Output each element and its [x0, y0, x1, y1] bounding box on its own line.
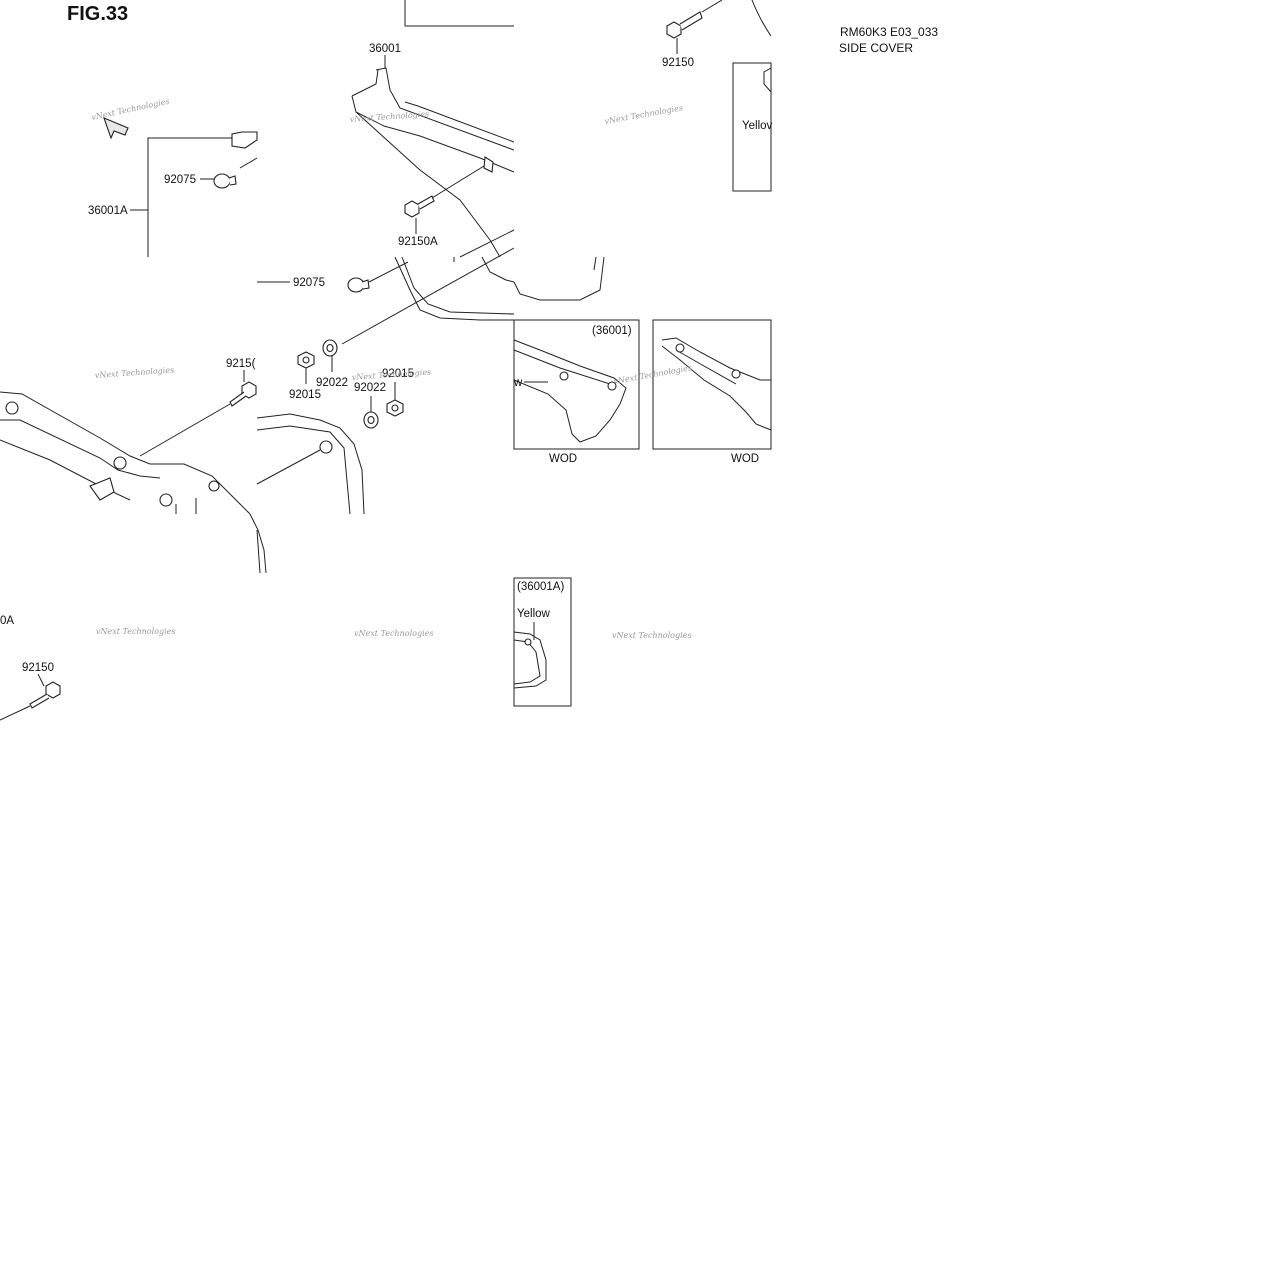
callout-92075-b: 92075 — [293, 277, 325, 289]
inset-36001A-color: Yellow — [517, 608, 551, 620]
callout-36001A: 36001A — [88, 205, 128, 217]
callout-92015-b: 92015 — [382, 368, 414, 380]
callout-0A-partial: 0A — [0, 615, 14, 627]
watermark: vNext Technologies — [96, 627, 175, 636]
inset-yellow-box — [732, 62, 772, 192]
washer-92022-b — [363, 411, 379, 429]
watermark: vNext Technologies — [350, 109, 430, 124]
bolt-92150-top — [666, 11, 703, 39]
diagram-code: RM60K3 E03_033 — [840, 25, 939, 39]
inset-36001A-title: (36001A) — [517, 581, 564, 593]
washer-92022-a — [322, 339, 338, 357]
inset-36001-cover-drawing — [513, 339, 627, 443]
tile-center: 92075 92015 92022 — [256, 247, 515, 515]
callout-9215-partial: 9215( — [226, 358, 256, 370]
watermark: vNext Technologies — [612, 631, 691, 640]
side-cover-frame — [0, 391, 251, 515]
nut-92015-a — [297, 351, 315, 369]
inset-36001A-cover-drawing — [513, 631, 547, 689]
inset-box-36001A — [513, 577, 572, 707]
grommet-92075-a — [213, 173, 237, 189]
callout-92150A: 92150A — [398, 236, 438, 248]
inset-36001-title: (36001) — [592, 325, 632, 337]
figure-title: FIG.33 — [67, 3, 129, 25]
watermark: vNext Technologies — [91, 97, 171, 122]
tile-bottom-center: (36001A) Yellow vNext Technologies vNext… — [354, 577, 691, 707]
tile-top-left: 92075 36001A vNext Technologies — [88, 97, 258, 257]
callout-92015-a: 92015 — [289, 389, 321, 401]
front-arrow-icon — [103, 117, 129, 140]
clip-part — [231, 131, 258, 149]
inset-yellow-label: Yellov — [742, 120, 773, 132]
leader-36001A — [147, 137, 232, 257]
tile-middle-right: (36001) w WOD WOD vNext Technologies — [513, 256, 772, 465]
inset-36001-caption: WOD — [549, 453, 577, 465]
callout-92150-bottom: 92150 — [22, 662, 54, 674]
inset-right-caption: WOD — [731, 453, 759, 465]
callout-92150-top: 92150 — [662, 57, 694, 69]
tile-top-right: 92150 Yellov vNext Technologies — [604, 0, 773, 192]
frame-edge — [404, 0, 514, 27]
side-cover-36001 — [351, 67, 515, 258]
nut-92015-b — [386, 399, 404, 417]
inset-box-right — [652, 319, 772, 450]
tile-bottom-left: 0A 92150 vNext Technologies — [0, 615, 175, 721]
tile-middle-left: 9215( vNext Technologies — [0, 281, 290, 515]
grommet-92075-b — [347, 277, 370, 293]
watermark: vNext Technologies — [354, 629, 433, 638]
watermark: vNext Technologies — [95, 365, 175, 380]
callout-36001-top: 36001 — [369, 43, 401, 55]
callout-92075-a: 92075 — [164, 174, 196, 186]
inset-box-36001 — [513, 319, 640, 450]
tile-row-partial — [175, 504, 267, 574]
bolt-92150-bottom — [29, 681, 61, 709]
side-cover-lower — [256, 413, 365, 515]
tile-top-center: 36001 92150A vNext Technologies — [350, 0, 515, 258]
inset-36001-color: w — [513, 377, 523, 389]
watermark: vNext Technologies — [604, 103, 684, 126]
inset-right-cover-drawing — [661, 337, 772, 431]
bolt-92150A — [404, 195, 435, 218]
callout-92022-b: 92022 — [354, 382, 386, 394]
diagram-subtitle: SIDE COVER — [839, 41, 914, 55]
callout-92022-a: 92022 — [316, 377, 348, 389]
bolt-92150-middle — [229, 381, 257, 407]
